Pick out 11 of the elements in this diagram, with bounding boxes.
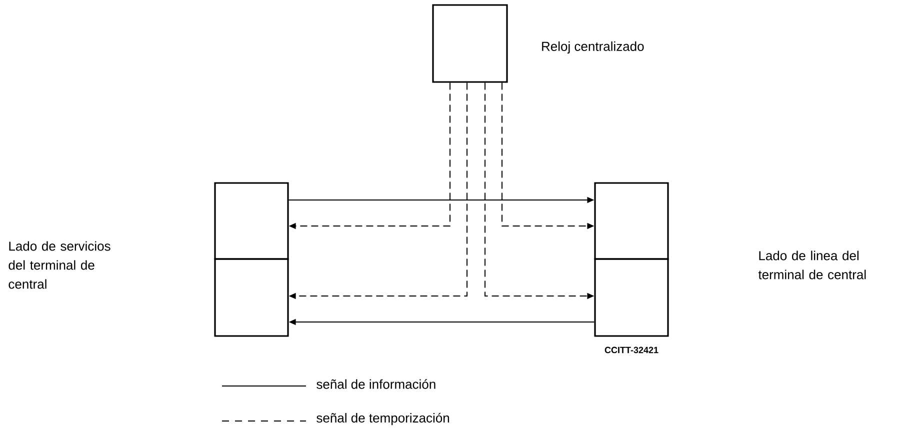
terminal-box xyxy=(594,182,669,260)
node-caption: Reloj centralizado xyxy=(542,41,644,54)
side-label: Lado de servicios del terminal de central xyxy=(8,241,110,289)
legend-text: señal de información xyxy=(316,379,436,389)
side-label: Lado de linea del terminal de central xyxy=(758,250,866,280)
legend-text: señal de temporización xyxy=(316,412,449,426)
terminal-box xyxy=(214,258,289,337)
terminal-box xyxy=(214,182,289,260)
terminal-box xyxy=(432,4,508,83)
figure-number: CCITT-32421 xyxy=(604,346,658,354)
terminal-box xyxy=(594,258,669,337)
